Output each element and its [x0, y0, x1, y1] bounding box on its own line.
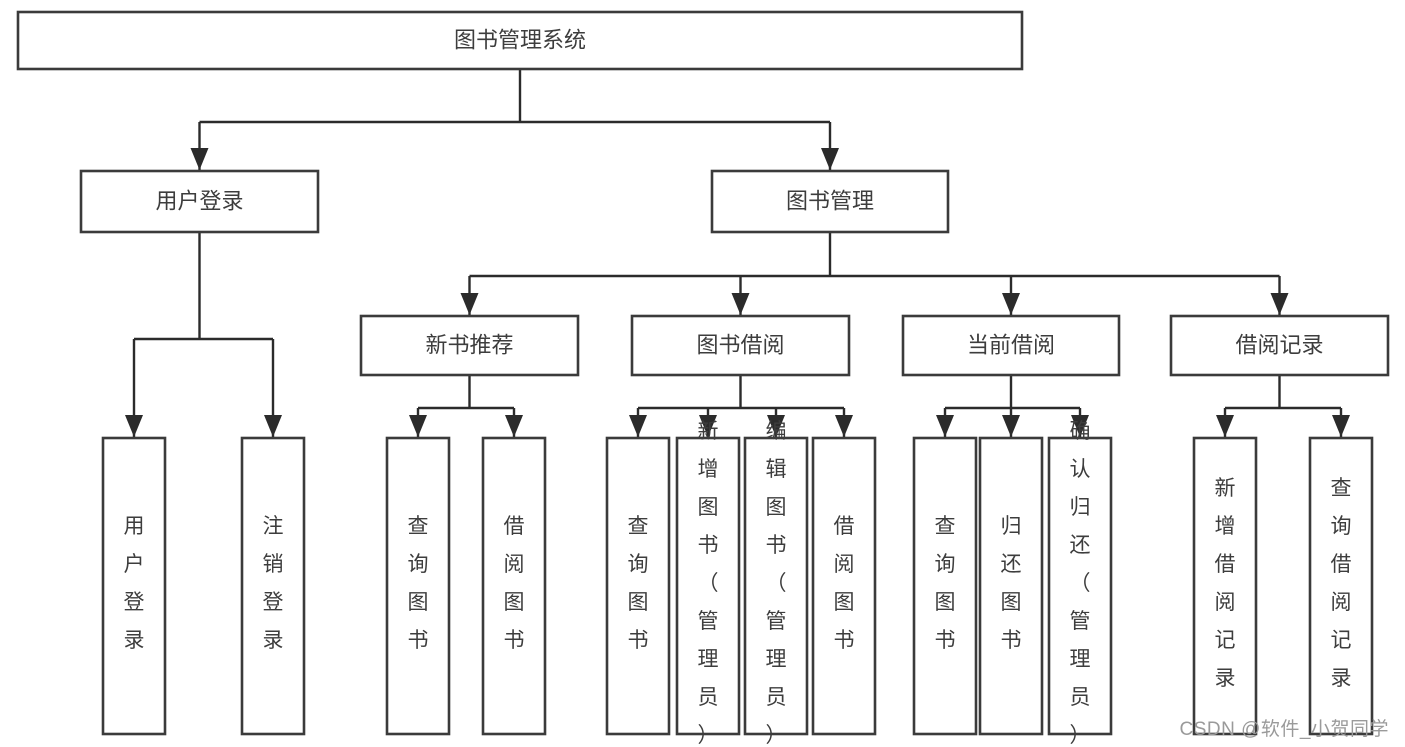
node-leaf-edit-book-admin[interactable]: 编辑图书（管理员）: [743, 420, 809, 747]
node-label-leaf-user-login: 用户登录: [124, 515, 145, 652]
node-leaf-query-book-1[interactable]: 查询图书: [385, 436, 451, 736]
connector-group-user-login: [125, 232, 282, 437]
node-leaf-logout[interactable]: 注销登录: [240, 436, 306, 736]
node-user-login[interactable]: 用户登录: [79, 169, 320, 234]
arrow-head-icon: [821, 148, 839, 170]
arrow-head-icon: [460, 293, 479, 315]
watermark-label: CSDN @软件_小贺同学: [1179, 719, 1389, 740]
arrow-head-icon: [1216, 415, 1234, 437]
node-box-root: [16, 10, 1024, 71]
node-leaf-add-record[interactable]: 新增借阅记录: [1192, 436, 1258, 736]
node-box-leaf-edit-book-admin: [743, 436, 809, 736]
node-borrow-record[interactable]: 借阅记录: [1169, 314, 1390, 377]
node-current-borrow[interactable]: 当前借阅: [901, 314, 1121, 377]
node-leaf-user-login[interactable]: 用户登录: [101, 436, 167, 736]
node-label-leaf-logout: 注销登录: [263, 515, 284, 652]
node-label-leaf-query-book-2: 查询图书: [628, 515, 649, 652]
node-label-new-book-rec: 新书推荐: [425, 332, 513, 357]
node-leaf-borrow-book-2[interactable]: 借阅图书: [811, 436, 877, 736]
node-box-leaf-add-record: [1192, 436, 1258, 736]
arrow-head-icon: [699, 415, 717, 437]
node-box-new-book-rec: [359, 314, 580, 377]
node-book-manage[interactable]: 图书管理: [710, 169, 950, 234]
node-box-leaf-query-record: [1308, 436, 1374, 736]
node-leaf-add-book-admin[interactable]: 新增图书（管理员）: [675, 420, 741, 747]
node-root[interactable]: 图书管理系统: [16, 10, 1024, 71]
node-box-borrow-record: [1169, 314, 1390, 377]
node-leaf-query-book-3[interactable]: 查询图书: [912, 436, 978, 736]
node-box-leaf-return-book: [978, 436, 1044, 736]
node-label-leaf-borrow-book-1: 借阅图书: [504, 515, 525, 652]
node-box-leaf-user-login: [101, 436, 167, 736]
node-leaf-borrow-book-1[interactable]: 借阅图书: [481, 436, 547, 736]
node-label-leaf-add-record: 新增借阅记录: [1215, 477, 1236, 690]
node-box-leaf-query-book-1: [385, 436, 451, 736]
arrow-head-icon: [936, 415, 954, 437]
node-box-leaf-query-book-3: [912, 436, 978, 736]
node-label-user-login: 用户登录: [155, 188, 243, 213]
arrow-head-icon: [1071, 415, 1089, 437]
node-label-leaf-confirm-return-admin: 确认归还（管理员）: [1070, 420, 1091, 747]
arrow-head-icon: [1270, 293, 1289, 315]
arrow-head-icon: [1002, 293, 1020, 315]
arrow-head-icon: [505, 415, 523, 437]
node-label-leaf-query-book-3: 查询图书: [935, 515, 956, 652]
arrow-head-icon: [264, 415, 282, 437]
arrow-head-icon: [1002, 415, 1020, 437]
node-box-current-borrow: [901, 314, 1121, 377]
node-label-leaf-query-book-1: 查询图书: [408, 515, 429, 652]
node-label-current-borrow: 当前借阅: [967, 332, 1055, 357]
node-label-leaf-query-record: 查询借阅记录: [1331, 477, 1352, 690]
node-box-book-manage: [710, 169, 950, 234]
node-label-leaf-return-book: 归还图书: [1001, 515, 1022, 652]
arrow-head-icon: [125, 415, 143, 437]
node-leaf-return-book[interactable]: 归还图书: [978, 436, 1044, 736]
arrow-head-icon: [409, 415, 427, 437]
node-label-root: 图书管理系统: [454, 27, 586, 52]
node-box-book-borrow: [630, 314, 851, 377]
node-box-leaf-query-book-2: [605, 436, 671, 736]
node-label-leaf-edit-book-admin: 编辑图书（管理员）: [766, 420, 787, 747]
connector-group-new-book-rec: [409, 375, 523, 437]
node-box-leaf-add-book-admin: [675, 436, 741, 736]
node-leaf-query-record[interactable]: 查询借阅记录: [1308, 436, 1374, 736]
arrow-head-icon: [767, 415, 785, 437]
node-label-book-borrow: 图书借阅: [696, 332, 784, 357]
connector-group-borrow-record: [1216, 375, 1350, 437]
node-leaf-confirm-return-admin[interactable]: 确认归还（管理员）: [1047, 420, 1113, 747]
arrow-head-icon: [190, 148, 209, 170]
node-label-leaf-add-book-admin: 新增图书（管理员）: [698, 420, 719, 747]
node-layer: 图书管理系统用户登录图书管理新书推荐图书借阅当前借阅借阅记录用户登录注销登录查询…: [16, 10, 1390, 747]
connector-group-current-borrow: [936, 375, 1089, 437]
connector-group-root: [190, 69, 839, 170]
node-label-borrow-record: 借阅记录: [1235, 332, 1323, 357]
node-label-book-manage: 图书管理: [786, 188, 874, 213]
arrow-head-icon: [835, 415, 853, 437]
connector-layer: [125, 69, 1350, 437]
arrow-head-icon: [629, 415, 647, 437]
node-box-leaf-borrow-book-2: [811, 436, 877, 736]
arrow-head-icon: [731, 293, 750, 315]
node-label-leaf-borrow-book-2: 借阅图书: [834, 515, 855, 652]
node-new-book-rec[interactable]: 新书推荐: [359, 314, 580, 377]
node-book-borrow[interactable]: 图书借阅: [630, 314, 851, 377]
connector-group-book-borrow: [629, 375, 853, 437]
node-box-leaf-borrow-book-1: [481, 436, 547, 736]
connector-group-book-manage: [460, 232, 1289, 315]
node-box-user-login: [79, 169, 320, 234]
node-leaf-query-book-2[interactable]: 查询图书: [605, 436, 671, 736]
node-box-leaf-confirm-return-admin: [1047, 436, 1113, 736]
arrow-head-icon: [1332, 415, 1350, 437]
node-box-leaf-logout: [240, 436, 306, 736]
